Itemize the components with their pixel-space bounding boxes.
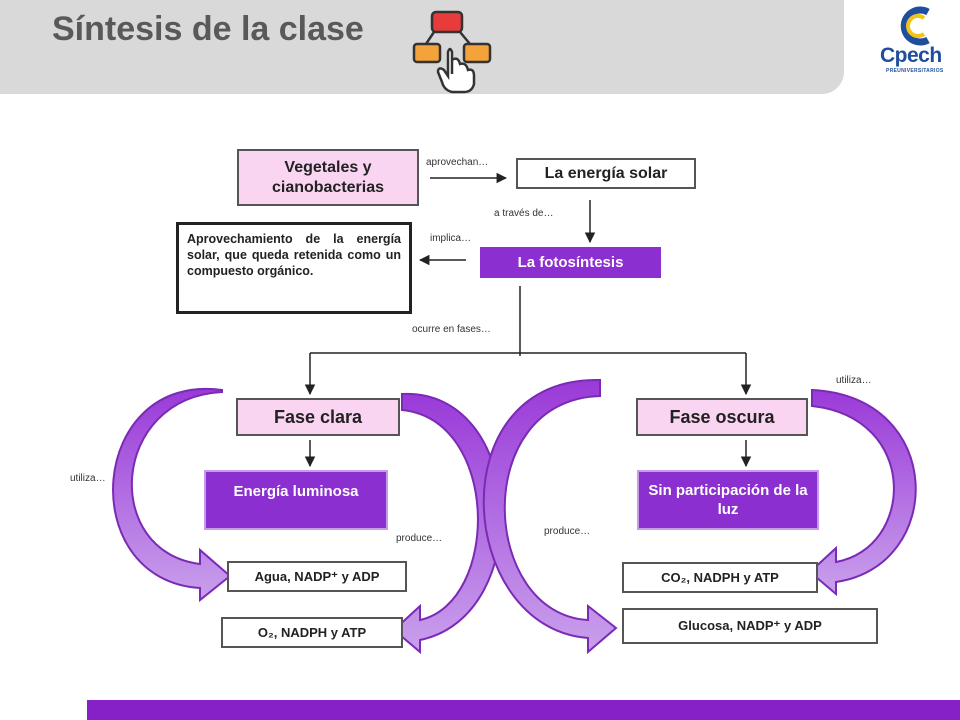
flowchart-hand-icon <box>412 10 492 94</box>
curved-arrow-utiliza-left <box>112 387 232 603</box>
label-utiliza-right: utiliza… <box>836 375 872 386</box>
node-fase-clara: Fase clara <box>236 398 400 436</box>
node-sin-luz: Sin participación de la luz <box>637 470 819 530</box>
curved-arrow-produce-left <box>392 392 503 655</box>
node-vegetales: Vegetales y cianobacterias <box>237 149 419 206</box>
curved-arrow-produce-right <box>482 378 618 655</box>
node-agua: Agua, NADP⁺ y ADP <box>227 561 407 592</box>
label-produce-right: produce… <box>544 526 591 537</box>
node-aprovechamiento: Aprovechamiento de la energía solar, que… <box>176 222 412 314</box>
label-utiliza-left: utiliza… <box>70 473 106 484</box>
node-energia-solar: La energía solar <box>516 158 696 189</box>
logo-text: Cpech <box>880 44 942 67</box>
curved-arrow-utiliza-right <box>808 388 917 597</box>
cpech-logo-icon <box>900 6 930 46</box>
node-co2: CO₂, NADPH y ATP <box>622 562 818 593</box>
label-produce-left: produce… <box>396 533 443 544</box>
node-glucosa: Glucosa, NADP⁺ y ADP <box>622 608 878 644</box>
label-implica: implica… <box>430 233 472 244</box>
node-fotosintesis: La fotosíntesis <box>480 247 661 278</box>
node-fase-oscura: Fase oscura <box>636 398 808 436</box>
label-aprovechan: aprovechan… <box>426 157 489 168</box>
label-a-traves: a través de… <box>494 208 554 219</box>
node-o2: O₂, NADPH y ATP <box>221 617 403 648</box>
logo-subtitle: PREUNIVERSITARIOS <box>886 68 944 74</box>
page-title: Síntesis de la clase <box>52 10 364 48</box>
footer-bar <box>87 700 960 720</box>
label-ocurre: ocurre en fases… <box>412 324 491 335</box>
node-energia-luminosa: Energía luminosa <box>204 470 388 530</box>
